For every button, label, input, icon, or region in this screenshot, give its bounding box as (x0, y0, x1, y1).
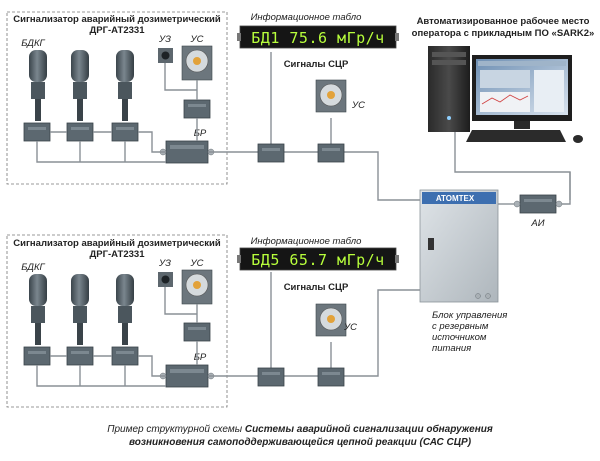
junction-box (317, 367, 345, 387)
signal-device (181, 269, 213, 305)
board-text: БД1 75.6 мГр/ч (251, 29, 384, 47)
caption-bold-1: Системы аварийной сигнализации обнаружен… (245, 423, 493, 435)
junction-box (317, 143, 345, 163)
cable (562, 172, 571, 205)
board-label: Информационное табло (251, 12, 362, 23)
group-title-line2: ДРГ-АТ2331 (90, 25, 146, 36)
workstation-title-line1: Автоматизированное рабочее место (417, 16, 590, 27)
group-title-line2: ДРГ-АТ2331 (90, 249, 146, 260)
junction-box (257, 367, 285, 387)
control-unit-label-line3: источником (432, 332, 487, 343)
junction-box (183, 99, 211, 119)
system-1: Сигнализатор аварийный дозиметрический Д… (6, 11, 420, 201)
switch-icon (428, 238, 434, 250)
br-label: БР (194, 352, 207, 363)
board-text: БД5 65.7 мГр/ч (251, 251, 384, 269)
scr-signal-device (315, 79, 347, 113)
group-frame (6, 11, 228, 185)
caption-bold-2: возникновения самоподдерживающейся цепно… (129, 437, 472, 448)
signal-device (181, 45, 213, 81)
group-title-line1: Сигнализатор аварийный дозиметрический (13, 14, 221, 25)
info-board: БД1 75.6 мГр/ч (237, 25, 399, 49)
detector-3 (116, 50, 134, 121)
workstation-title-line2: оператора с прикладным ПО «SARK2» (412, 28, 595, 39)
workstation: Автоматизированное рабочее место операто… (412, 16, 595, 200)
system-2: Сигнализатор аварийный дозиметрический Д… (6, 234, 420, 408)
pc-tower-icon (428, 46, 470, 132)
uz-label: УЗ (158, 34, 171, 45)
brand-label: ATOMTEX (436, 194, 475, 203)
junction-box (23, 122, 51, 142)
junction-box (23, 346, 51, 366)
control-unit-label-line4: питания (432, 343, 471, 354)
control-unit-label-line1: Блок управления (432, 310, 507, 321)
junction-box (111, 122, 139, 142)
detector-3 (116, 274, 134, 345)
cable (36, 272, 420, 387)
junction-box (257, 143, 285, 163)
junction-box (111, 346, 139, 366)
cable (36, 52, 420, 201)
scr-label: Сигналы СЦР (284, 59, 349, 70)
scr-us-label: УС (351, 100, 365, 111)
relay-block (159, 364, 215, 388)
sound-alarm-device (158, 48, 173, 63)
ai-label: АИ (530, 218, 544, 229)
detector-label: БДКГ (21, 262, 45, 273)
us-label: УС (190, 34, 204, 45)
caption-prefix: Пример структурной схемы (107, 424, 245, 435)
detector-1 (29, 50, 47, 121)
junction-box (183, 322, 211, 342)
ai-module: АИ (513, 194, 563, 229)
br-label: БР (194, 128, 207, 139)
detector-label: БДКГ (21, 38, 45, 49)
scr-label: Сигналы СЦР (284, 282, 349, 293)
scr-us-label: УС (343, 322, 357, 333)
junction-box (66, 122, 94, 142)
scr-signal-device (315, 303, 347, 337)
svg-text:Пример структурной схемы Систе: Пример структурной схемы Системы аварийн… (107, 423, 493, 435)
monitor-icon (472, 55, 572, 129)
detector-2 (71, 274, 89, 345)
sound-alarm-device (158, 272, 173, 287)
control-unit-label-line2: с резервным (432, 321, 489, 332)
detector-1 (29, 274, 47, 345)
uz-label: УЗ (158, 258, 171, 269)
board-label: Информационное табло (251, 236, 362, 247)
control-unit: ATOMTEX (419, 189, 499, 303)
keyboard-icon (466, 130, 583, 143)
info-board: БД5 65.7 мГр/ч (237, 247, 399, 271)
detector-2 (71, 50, 89, 121)
relay-block (159, 140, 215, 164)
group-frame (6, 234, 228, 408)
junction-box (66, 346, 94, 366)
caption: Пример структурной схемы Системы аварийн… (107, 423, 493, 448)
us-label: УС (190, 258, 204, 269)
group-title-line1: Сигнализатор аварийный дозиметрический (13, 238, 221, 249)
